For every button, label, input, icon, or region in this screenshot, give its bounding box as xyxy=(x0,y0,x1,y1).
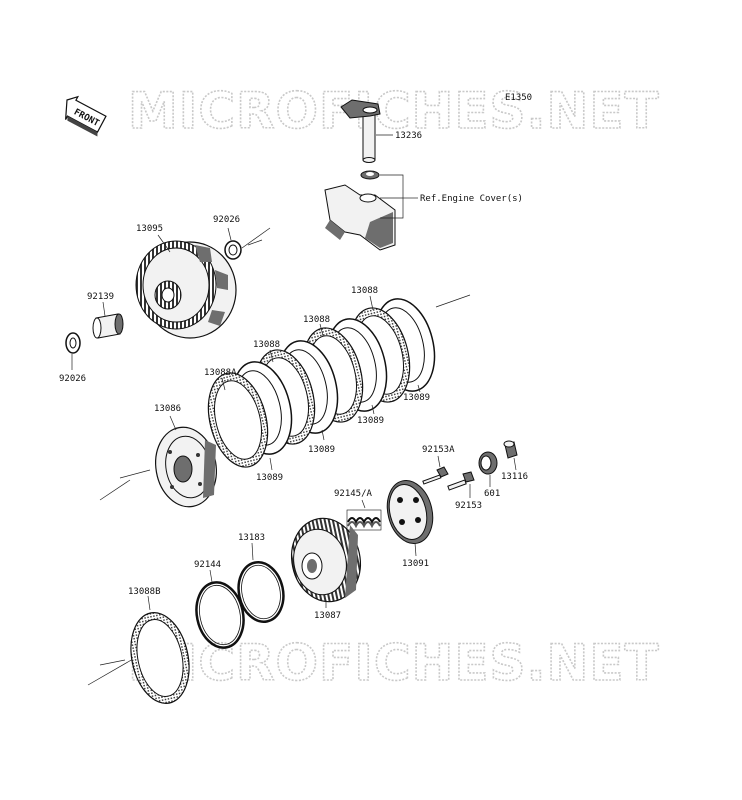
part-13183-ring xyxy=(237,561,285,623)
engine-cover-fragment xyxy=(324,184,396,251)
part-92145A-spring xyxy=(346,509,382,531)
label-13116: 13116 xyxy=(501,472,528,482)
front-arrow-icon: FRONT xyxy=(65,95,107,137)
label-13089-d: 13089 xyxy=(403,393,430,403)
part-601-bearing xyxy=(478,451,498,475)
part-92026-washer-top xyxy=(224,240,242,260)
part-13236-shaft xyxy=(340,99,381,163)
label-13095: 13095 xyxy=(136,224,163,234)
reference-engine-cover: Ref.Engine Cover(s) xyxy=(420,194,523,204)
watermark-bottom: MICROFICHES.NET xyxy=(128,634,660,692)
label-13091: 13091 xyxy=(402,559,429,569)
label-13088-a: 13088 xyxy=(351,286,378,296)
label-92153: 92153 xyxy=(455,501,482,511)
part-92026-washer-left xyxy=(65,332,81,354)
label-92153A: 92153A xyxy=(422,445,455,455)
label-13089-a: 13089 xyxy=(256,473,283,483)
part-92139-sleeve xyxy=(92,313,124,339)
label-13088A: 13088A xyxy=(204,368,237,378)
plate-13088A xyxy=(207,372,269,468)
label-13088-b: 13088 xyxy=(303,315,330,325)
part-13086-hub xyxy=(155,426,217,508)
label-13183: 13183 xyxy=(238,533,265,543)
part-13087-clutch-hub xyxy=(291,517,361,603)
part-13095-clutch-housing xyxy=(135,240,237,339)
label-92026-top: 92026 xyxy=(213,215,240,225)
part-92153-bolt xyxy=(447,471,475,491)
part-13088B-plate xyxy=(130,612,190,704)
label-601: 601 xyxy=(484,489,500,499)
label-92144: 92144 xyxy=(194,560,221,570)
part-oil-seal xyxy=(360,170,380,180)
label-92139: 92139 xyxy=(87,292,114,302)
label-13088-c: 13088 xyxy=(253,340,280,350)
part-13116-rod-end xyxy=(503,440,518,459)
diagram-code: E1350 xyxy=(505,93,532,103)
label-13088B: 13088B xyxy=(128,587,161,597)
label-92026-left: 92026 xyxy=(59,374,86,384)
watermark-top: MICROFICHES.NET xyxy=(128,82,660,140)
label-13086: 13086 xyxy=(154,404,181,414)
label-13236: 13236 xyxy=(395,131,422,141)
part-92144-ring xyxy=(195,581,245,649)
part-13091-pressure-plate xyxy=(386,479,434,545)
label-13089-c: 13089 xyxy=(357,416,384,426)
part-92153A-bolt xyxy=(422,466,449,485)
label-92145A: 92145/A xyxy=(334,489,373,499)
label-13089-b: 13089 xyxy=(308,445,335,455)
label-13087: 13087 xyxy=(314,611,341,621)
